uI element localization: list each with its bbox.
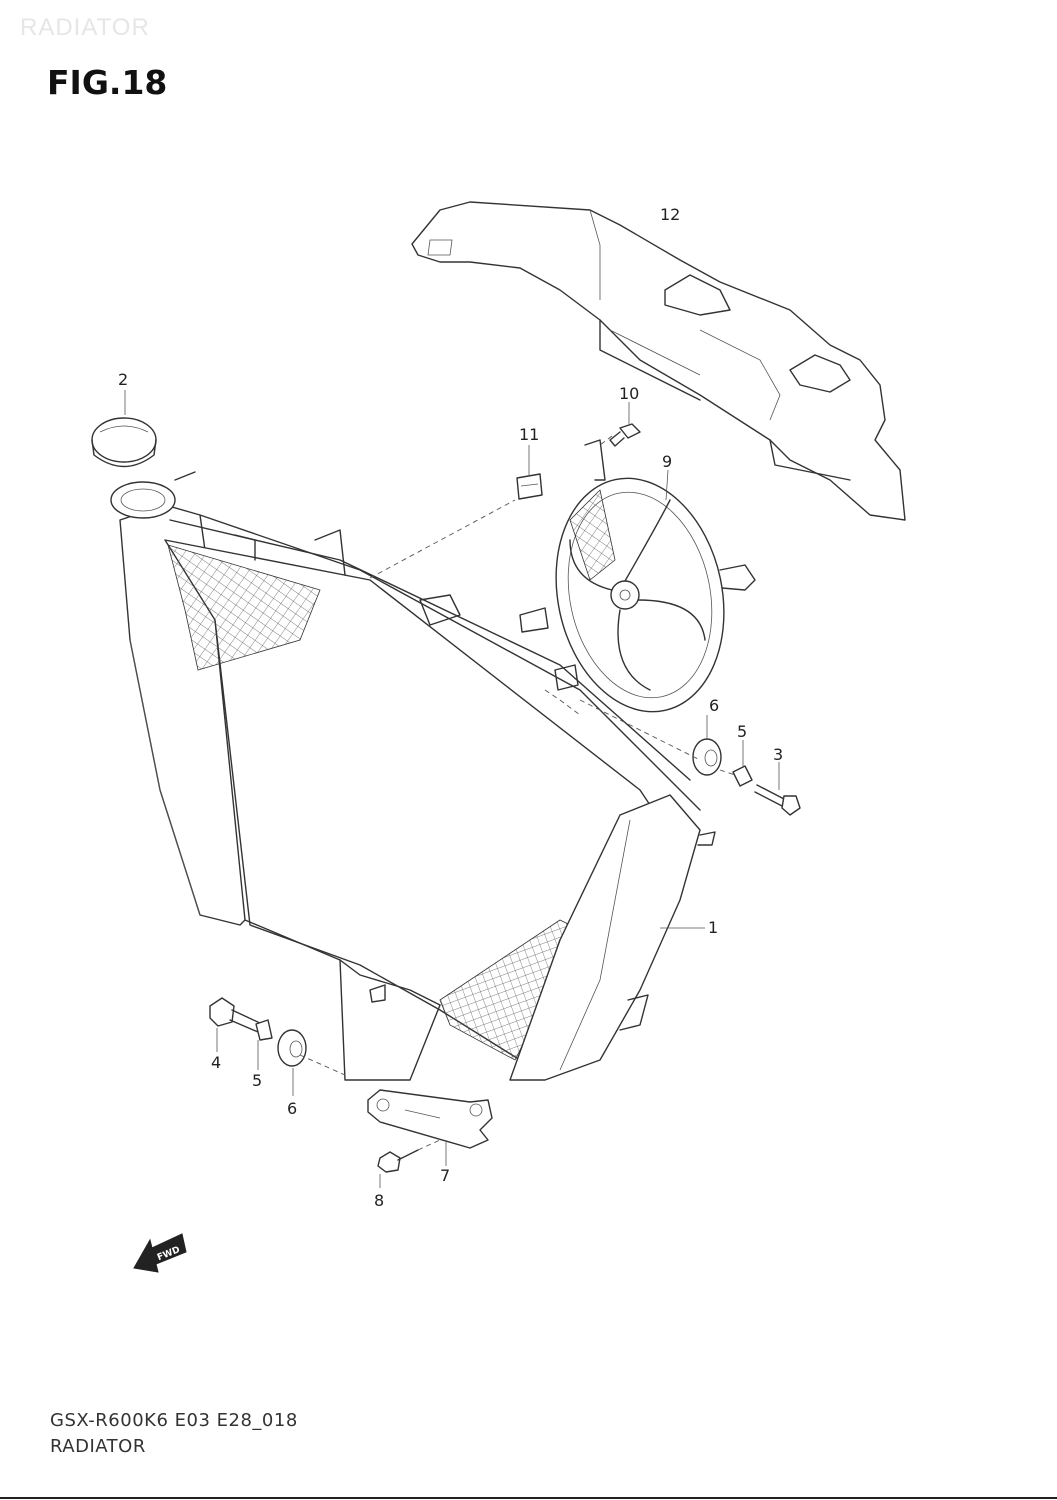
callout-4: 4	[211, 1053, 222, 1072]
callout-5-lower: 5	[252, 1071, 263, 1090]
fan-bracket	[584, 439, 606, 481]
diagram-code: GSX-R600K6 E03 E28_018	[50, 1410, 298, 1431]
leader-lines	[124, 390, 780, 1188]
callout-3: 3	[773, 745, 784, 764]
callout-12: 12	[660, 205, 681, 224]
radiator-cap-part-2	[91, 417, 157, 468]
bracket-part-7	[367, 1089, 493, 1149]
callout-6-lower: 6	[287, 1099, 298, 1118]
callout-9: 9	[662, 452, 673, 471]
callout-1: 1	[708, 918, 719, 937]
watermark-text: RADIATOR	[20, 14, 150, 41]
collar-part-5-lower	[255, 1019, 273, 1041]
grommet-part-6-upper	[692, 738, 722, 776]
callout-10: 10	[619, 384, 640, 403]
radiator-core-part-1	[110, 471, 716, 1081]
callout-2: 2	[118, 370, 129, 389]
forward-arrow-icon: FWD	[133, 1233, 187, 1273]
bolt-part-3	[754, 784, 801, 816]
grommet-part-11	[516, 473, 543, 500]
screw-part-10	[609, 423, 641, 447]
figure-title: FIG.18	[47, 63, 168, 102]
bolt-part-4	[209, 997, 263, 1033]
grommet-part-6-lower	[277, 1029, 307, 1067]
bottom-divider	[0, 1497, 1057, 1499]
diagram-name: RADIATOR	[50, 1436, 146, 1457]
bolt-part-8	[377, 1149, 419, 1173]
callout-6-upper: 6	[709, 696, 720, 715]
callout-11: 11	[519, 425, 540, 444]
radiator-cover-part-12	[411, 201, 906, 521]
cooling-fan-part-9	[519, 477, 756, 713]
callout-5-upper: 5	[737, 722, 748, 741]
assembly-lines	[299, 435, 736, 1151]
callout-7: 7	[440, 1166, 451, 1185]
collar-part-5-upper	[732, 765, 753, 787]
callout-8: 8	[374, 1191, 385, 1210]
